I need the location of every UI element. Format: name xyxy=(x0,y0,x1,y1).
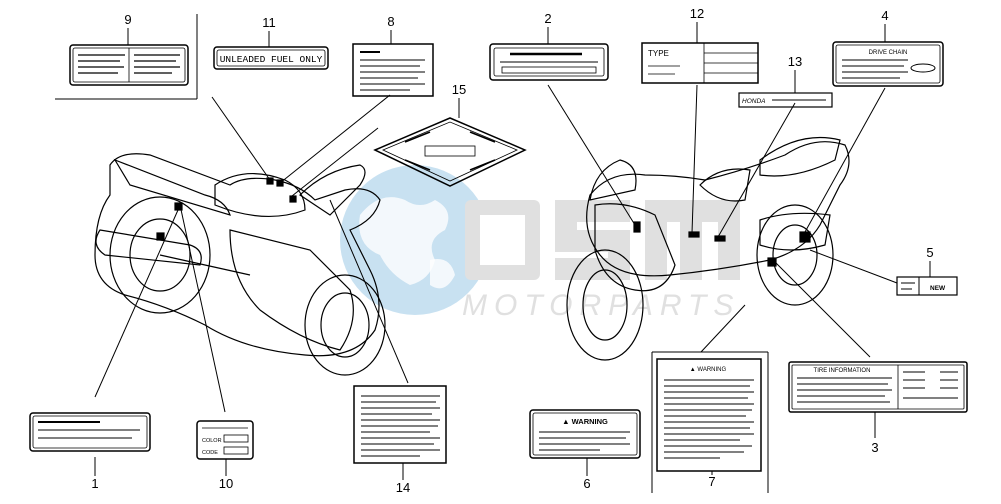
callout-7: 7 xyxy=(708,474,715,489)
callout-ticks xyxy=(94,22,931,480)
left-decal-5 xyxy=(156,232,165,241)
watermark-subtitle: MOTORPARTS xyxy=(462,289,740,322)
motorcycle-right xyxy=(566,137,850,361)
decal-11-unleaded-fuel[interactable]: UNLEADED FUEL ONLY xyxy=(213,46,329,70)
right-tank xyxy=(699,168,751,202)
decal-8[interactable] xyxy=(352,43,434,97)
front-wheel-right-inner xyxy=(582,269,628,341)
motorcycle-left xyxy=(94,153,386,376)
left-exhaust xyxy=(95,229,202,266)
warning-large-label-text: ▲ WARNING xyxy=(690,367,727,373)
decal-14[interactable] xyxy=(353,385,447,464)
decal-7-warning[interactable]: ▲ WARNING xyxy=(656,358,762,472)
fuel-label-text: UNLEADED FUEL ONLY xyxy=(220,54,323,65)
decal-4-drive-chain[interactable]: DRIVE CHAIN xyxy=(832,41,944,87)
right-decal-5 xyxy=(767,257,777,267)
right-decal-3 xyxy=(714,235,726,242)
left-swingarm xyxy=(159,254,251,276)
decal-15-emission[interactable] xyxy=(373,117,527,187)
drive-chain-label-text: DRIVE CHAIN xyxy=(869,50,908,56)
front-wheel-left-inner xyxy=(320,292,370,358)
watermark-globe-land xyxy=(359,197,449,285)
right-seat xyxy=(759,137,841,177)
watermark-globe-land-2 xyxy=(430,259,455,289)
callout-6: 6 xyxy=(583,476,590,491)
right-side-cover xyxy=(759,212,831,251)
left-seat xyxy=(113,158,231,216)
new-label-text: NEW xyxy=(930,285,946,292)
left-decal-1 xyxy=(266,177,274,185)
callout-2: 2 xyxy=(544,11,551,26)
decal-9[interactable] xyxy=(69,44,189,86)
warning-small-label-text: ▲ WARNING xyxy=(562,417,608,426)
callout-15: 15 xyxy=(452,82,466,97)
callout-11: 11 xyxy=(262,15,276,30)
callout-numbers: 1 2 3 4 5 6 7 8 9 10 11 12 13 14 15 xyxy=(91,6,933,495)
left-tank xyxy=(214,172,306,217)
rear-wheel-right-inner xyxy=(772,224,818,286)
color-label-text: COLOR xyxy=(202,438,222,444)
right-decal-2 xyxy=(688,231,700,238)
decal-6-warning[interactable]: ▲ WARNING xyxy=(529,409,641,459)
callout-5: 5 xyxy=(926,245,933,260)
decal-10-color-code[interactable]: COLOR CODE xyxy=(196,420,254,460)
callout-1: 1 xyxy=(91,476,98,491)
decal-1[interactable] xyxy=(29,412,151,452)
watermark-globe xyxy=(340,165,490,315)
tire-info-label-text: TIRE INFORMATION xyxy=(814,368,871,374)
decal-12-type[interactable]: TYPE xyxy=(641,42,759,84)
callout-3: 3 xyxy=(871,440,878,455)
right-fairing xyxy=(594,203,676,292)
callout-8: 8 xyxy=(387,14,394,29)
callout-13: 13 xyxy=(788,54,802,69)
right-decal-4 xyxy=(799,231,811,243)
front-wheel-left xyxy=(304,274,386,376)
watermark-logo xyxy=(465,200,740,280)
callout-12: 12 xyxy=(690,6,704,21)
decal-5-new[interactable]: NEW xyxy=(896,276,958,296)
decal-3-tire-info[interactable]: TIRE INFORMATION xyxy=(788,361,968,413)
right-windscreen xyxy=(589,159,637,201)
callout-10: 10 xyxy=(219,476,233,491)
leader-lines xyxy=(55,14,898,493)
rear-wheel-left-inner xyxy=(129,218,191,292)
front-wheel-right xyxy=(566,249,644,361)
left-bike-body xyxy=(94,153,381,357)
right-decal-1 xyxy=(633,221,641,233)
code-label-text: CODE xyxy=(202,450,218,456)
left-fairing xyxy=(229,229,354,351)
left-decal-3 xyxy=(289,195,297,203)
callout-4: 4 xyxy=(881,8,888,23)
callout-9: 9 xyxy=(124,12,131,27)
honda-label-text: HONDA xyxy=(742,98,765,105)
type-label-text: TYPE xyxy=(648,49,669,58)
left-decal-4 xyxy=(174,202,183,211)
left-windscreen xyxy=(299,164,366,216)
rear-wheel-right xyxy=(756,204,834,306)
watermark: MOTORPARTS xyxy=(340,165,740,322)
decal-13-honda[interactable]: HONDA xyxy=(738,92,833,108)
callout-14: 14 xyxy=(396,480,410,495)
decal-2[interactable] xyxy=(489,43,609,81)
right-bike-body xyxy=(586,141,850,277)
